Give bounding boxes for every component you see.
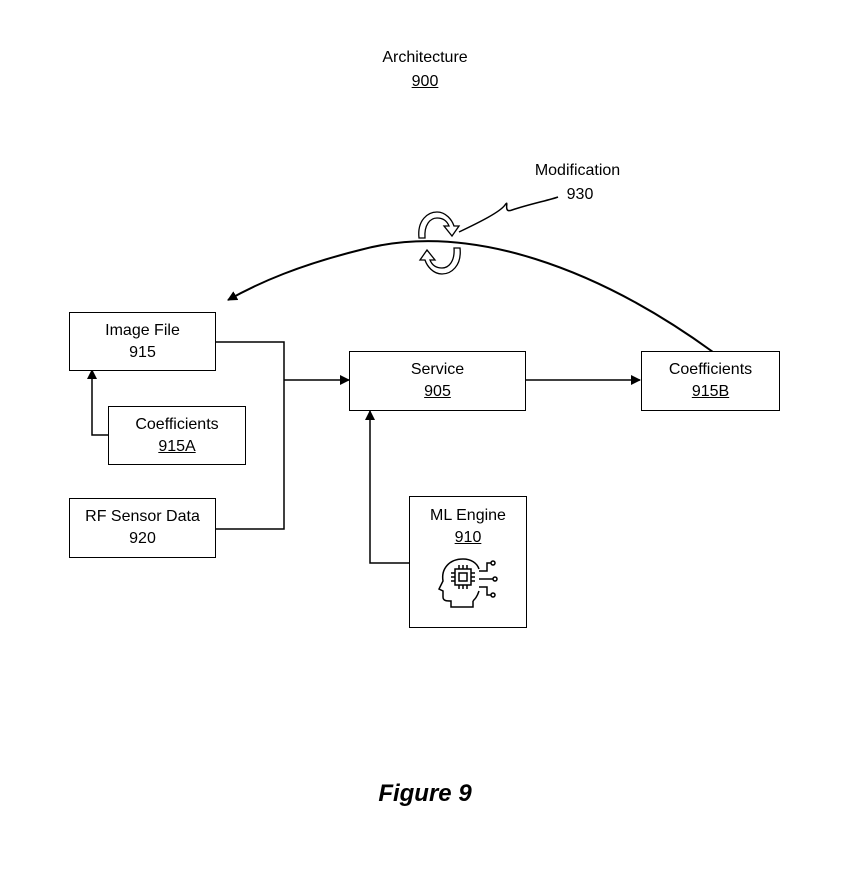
ml-engine-ref: 910 xyxy=(454,529,482,546)
coefficients-a-ref: 915A xyxy=(158,437,196,455)
ml-to-service-arrow xyxy=(365,410,409,564)
ai-head-chip-icon xyxy=(437,558,498,608)
service-ref: 905 xyxy=(424,383,451,400)
diagram-title: Architecture xyxy=(382,49,468,66)
rf-sensor-data-node: RF Sensor Data 920 xyxy=(69,498,216,558)
coefficients-a-node: Coefficients 915A xyxy=(108,406,246,465)
image-file-node: Image File 915 xyxy=(69,312,216,371)
ml-engine-node: ML Engine 910 xyxy=(409,496,527,628)
coefficients-b-ref: 915B xyxy=(691,383,730,400)
service-label: Service xyxy=(410,361,465,378)
diagram-ref: 900 xyxy=(411,73,439,90)
image-file-ref: 915 xyxy=(129,343,156,361)
feedback-arrow xyxy=(227,240,714,353)
rf-sensor-data-ref: 920 xyxy=(129,530,156,547)
coefficients-a-label: Coefficients xyxy=(135,415,219,433)
ml-engine-label: ML Engine xyxy=(430,507,506,524)
modification-leader xyxy=(458,196,559,233)
figure-caption: Figure 9 xyxy=(378,780,472,807)
coeffA-to-image-arrow xyxy=(87,369,108,436)
image-file-label: Image File xyxy=(105,321,180,339)
coefficients-b-node: Coefficients 915B xyxy=(641,351,780,411)
service-node: Service 905 xyxy=(349,351,526,411)
modification-label: Modification xyxy=(534,162,621,179)
coefficients-b-label: Coefficients xyxy=(668,361,753,378)
rotation-arrows-icon xyxy=(418,211,461,275)
rf-sensor-data-label: RF Sensor Data xyxy=(85,508,200,525)
image-file-connector xyxy=(215,341,285,530)
modification-ref: 930 xyxy=(566,186,594,203)
